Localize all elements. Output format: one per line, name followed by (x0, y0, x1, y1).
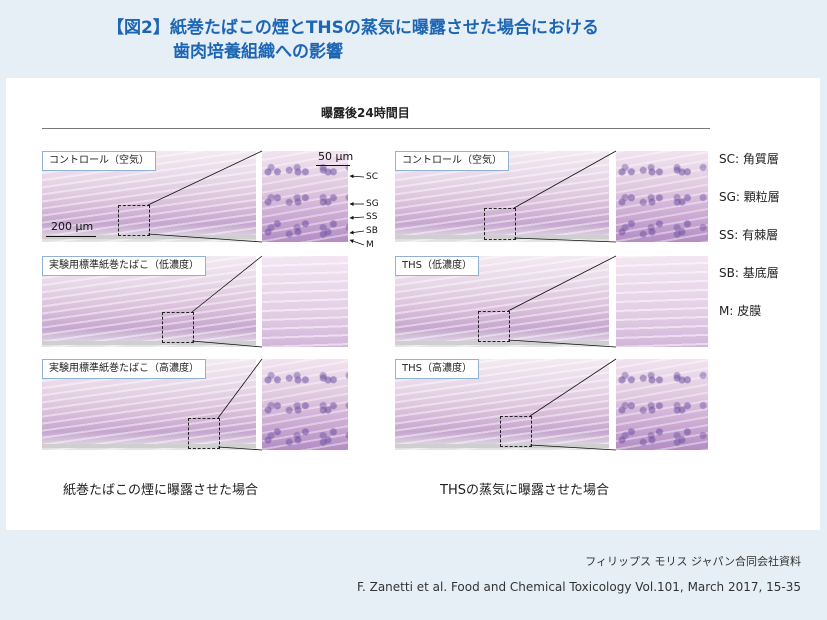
legend-m: M: 皮膜 (719, 304, 762, 318)
left-row1-selection (118, 205, 150, 236)
header-rule (42, 128, 710, 129)
right-row1-selection (484, 208, 516, 240)
layer-label-sg: SG (366, 199, 379, 209)
legend-ss: SS: 有棘層 (719, 228, 779, 242)
legend-sg: SG: 顆粒層 (719, 190, 780, 204)
left-row3-label: 実験用標準紙巻たばこ（高濃度） (42, 359, 206, 379)
zoom-scale-label: 50 μm (318, 150, 354, 163)
layer-label-ss: SS (366, 212, 378, 222)
right-row2-label: THS（低濃度） (395, 256, 479, 276)
left-row3-selection (188, 418, 220, 449)
overview-scale-label: 200 μm (51, 220, 94, 233)
layer-label-sc: SC (366, 172, 378, 182)
left-row2-zoom-image (262, 256, 348, 347)
left-row2-label: 実験用標準紙巻たばこ（低濃度） (42, 256, 206, 276)
overview-scale-bar (46, 236, 96, 237)
source-citation: F. Zanetti et al. Food and Chemical Toxi… (357, 580, 801, 594)
right-row1-label: コントロール（空気） (395, 151, 509, 171)
layer-label-sb: SB (366, 226, 378, 236)
figure-title: 【図2】紙巻たばこの煙とTHSの蒸気に曝露させた場合における 歯肉培養組織への影… (107, 16, 599, 64)
source-japanese: フィリップス モリス ジャパン合同会社資料 (585, 555, 801, 568)
left-caption: 紙巻たばこの煙に曝露させた場合 (63, 483, 259, 498)
left-row2-selection (162, 312, 194, 343)
zoom-scale-bar (316, 165, 350, 166)
right-row1-zoom-image (616, 151, 708, 242)
right-row3-selection (500, 416, 532, 447)
left-row1-label: コントロール（空気） (42, 151, 156, 171)
layer-label-m: M (366, 240, 374, 250)
left-row3-zoom-image (262, 359, 348, 450)
right-row2-selection (478, 311, 510, 342)
right-row3-zoom-image (616, 359, 708, 450)
legend-sb: SB: 基底層 (719, 266, 779, 280)
title-line-2: 歯肉培養組織への影響 (173, 42, 343, 62)
legend-sc: SC: 角質層 (719, 152, 779, 166)
right-row2-zoom-image (616, 256, 708, 347)
title-line-1: 【図2】紙巻たばこの煙とTHSの蒸気に曝露させた場合における (107, 18, 599, 38)
right-caption: THSの蒸気に曝露させた場合 (440, 483, 609, 498)
right-row3-label: THS（高濃度） (395, 359, 479, 379)
left-row1-zoom-image (262, 151, 348, 242)
time-header: 曝露後24時間目 (321, 106, 410, 120)
